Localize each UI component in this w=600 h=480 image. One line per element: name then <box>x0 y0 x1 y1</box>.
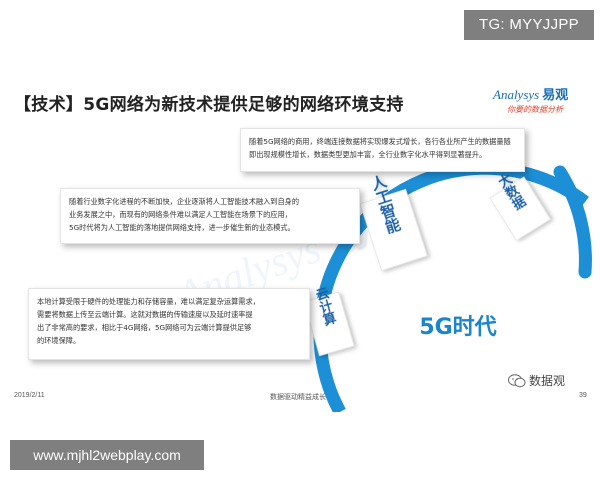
text-box-ai: 随着行业数字化进程的不断加快，企业逐渐将人工智能技术融入到自身的 业务发展之中，… <box>60 188 360 244</box>
text-line: 需要将数据上传至云端计算。这就对数据的传输速度以及延时速率提 <box>37 310 253 319</box>
arc-ring-end <box>553 165 592 279</box>
watermark-top: TG: MYYJJPP <box>464 10 594 40</box>
wechat-source: 数据观 <box>508 372 565 389</box>
watermark-bottom: www.mjhl2webplay.com <box>10 440 204 470</box>
brand-tagline: 你要的数据分析 <box>507 105 563 114</box>
footer-slogan: 数据驱动精益成长 <box>270 393 326 401</box>
center-label: 5G时代 <box>419 315 496 340</box>
5g-diagram: 云计算 人工智能 大数据 5G时代 <box>303 161 592 412</box>
text-line: 5G时代将为人工智能的落地提供网络支持，进一步催生新的业态模式。 <box>69 223 295 232</box>
text-line: 业务发展之中，而现有的网络条件难以满足人工智能在场景下的应用， <box>69 210 292 219</box>
brand-latin: Analysys <box>493 87 540 102</box>
text-line: 随着5G网络的商用，终端连接数据将实现爆发式增长，各行各业所产生的数据量随 <box>249 137 511 146</box>
wechat-icon <box>508 373 526 387</box>
page-number: 39 <box>579 392 587 399</box>
text-line: 本地计算受限于硬件的处理能力和存储容量，难以满足复杂运算需求， <box>37 297 260 306</box>
text-box-cloud: 本地计算受限于硬件的处理能力和存储容量，难以满足复杂运算需求， 需要将数据上传至… <box>28 288 310 360</box>
page-title: 【技术】5G网络为新技术提供足够的网络环境支持 <box>14 95 404 115</box>
text-line: 即出现规模性增长，数据类型更加丰富，全行业数字化水平得到显著提升。 <box>249 150 487 159</box>
text-line: 随着行业数字化进程的不断加快，企业逐渐将人工智能技术融入到自身的 <box>69 197 300 206</box>
text-line: 的环境保障。 <box>37 336 81 345</box>
footer-date: 2019/2/11 <box>14 392 45 399</box>
wechat-label: 数据观 <box>529 374 566 388</box>
text-box-big-data: 随着5G网络的商用，终端连接数据将实现爆发式增长，各行各业所产生的数据量随 即出… <box>240 128 525 172</box>
tag-ai: 人工智能 <box>359 173 428 271</box>
text-line: 出了非常高的要求，相比于4G网络，5G网络可为云端计算提供足够 <box>37 323 252 332</box>
brand-cn: 易观 <box>542 88 569 103</box>
